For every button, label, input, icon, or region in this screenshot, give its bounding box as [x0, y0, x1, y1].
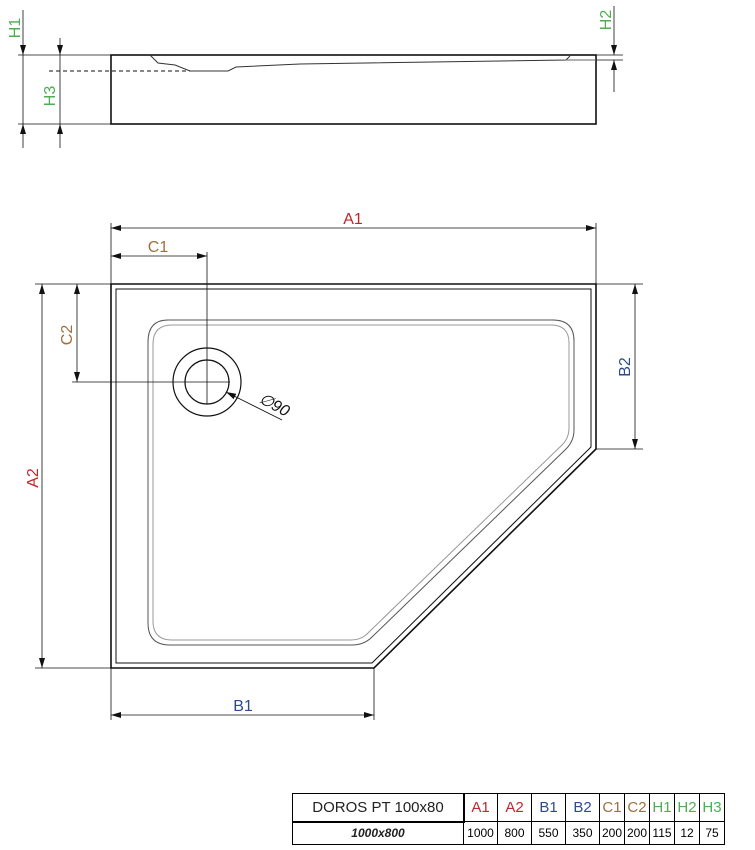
side-view: H1 H3 H2: [7, 6, 623, 148]
b1-label: B1: [233, 698, 253, 715]
model-name: DOROS PT 100x80: [291, 792, 465, 823]
header-h2: H2: [674, 793, 700, 822]
h3-label: H3: [42, 86, 59, 107]
header-h3: H3: [699, 793, 725, 822]
value-h1: 115: [649, 821, 675, 845]
header-a1: A1: [463, 793, 498, 822]
tray-outline-outer: [110, 283, 597, 669]
h2-label: H2: [598, 10, 615, 31]
c2-label: C2: [59, 325, 76, 346]
table-value-row: 1000x800 1000 800 550 350 200 200 115 12…: [292, 821, 725, 845]
table-header-row: DOROS PT 100x80 A1 A2 B1 B2 C1 C2 H1 H2 …: [291, 792, 725, 823]
value-b1: 550: [531, 821, 566, 845]
header-c2: C2: [624, 793, 650, 822]
value-a1: 1000: [463, 821, 498, 845]
tray-outline-inner: [115, 288, 592, 664]
b2-label: B2: [617, 357, 634, 377]
top-view: ∅90 A1 C1 A2 C2 B2 B1: [25, 211, 643, 720]
side-view-basin-profile: [149, 54, 571, 72]
drain: ∅90: [72, 252, 292, 420]
header-c1: C1: [599, 793, 625, 822]
dimension-table: DOROS PT 100x80 A1 A2 B1 B2 C1 C2 H1 H2 …: [291, 792, 725, 845]
value-c1: 200: [599, 821, 625, 845]
basin-outline-outer: [147, 319, 575, 646]
value-a2: 800: [497, 821, 532, 845]
a1-label: A1: [343, 211, 363, 228]
side-view-body: [110, 54, 597, 125]
h1-label: H1: [7, 18, 24, 39]
model-size: 1000x800: [292, 821, 464, 845]
drain-diameter-leader: [225, 391, 283, 421]
header-b2: B2: [565, 793, 600, 822]
value-h2: 12: [674, 821, 700, 845]
header-b1: B1: [531, 793, 566, 822]
basin-outline-inner: [152, 324, 570, 641]
value-c2: 200: [624, 821, 650, 845]
c1-label: C1: [148, 239, 169, 256]
header-h1: H1: [649, 793, 675, 822]
header-a2: A2: [497, 793, 532, 822]
a2-label: A2: [25, 468, 42, 488]
value-b2: 350: [565, 821, 600, 845]
value-h3: 75: [699, 821, 725, 845]
